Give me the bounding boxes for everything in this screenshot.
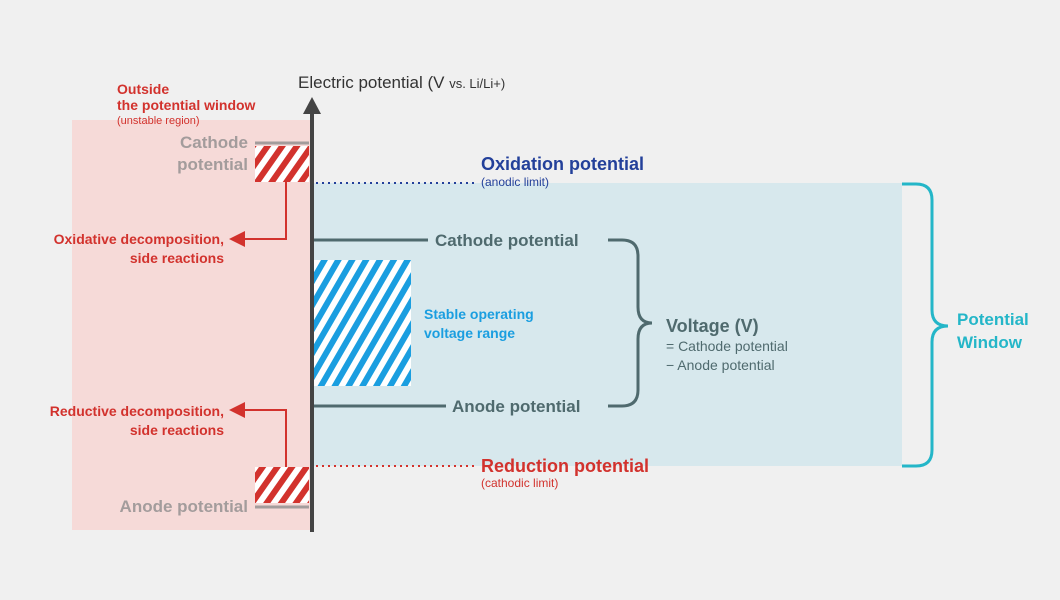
outside-anode-label: Anode potential bbox=[119, 497, 248, 516]
oxidative-decomposition-line2: side reactions bbox=[129, 250, 224, 266]
voltage-formula-line2: − Anode potential bbox=[666, 357, 775, 373]
oxidation-potential-subtitle: (anodic limit) bbox=[481, 175, 550, 189]
axis-title-unit: vs. Li/Li+) bbox=[449, 76, 506, 91]
stable-range-label-line2: voltage range bbox=[424, 325, 516, 341]
anode-unstable-hatch bbox=[255, 467, 309, 503]
potential-window-label-line1: Potential bbox=[957, 310, 1029, 329]
anode-potential-label: Anode potential bbox=[452, 397, 581, 416]
outside-window-title-line2: the potential window bbox=[117, 97, 256, 113]
potential-window-label-line2: Window bbox=[957, 333, 1022, 352]
reductive-decomposition-line2: side reactions bbox=[129, 422, 224, 438]
reductive-decomposition-line1: Reductive decomposition, bbox=[49, 403, 224, 419]
reductive-arrow bbox=[229, 402, 287, 467]
outside-cathode-label-line2: potential bbox=[177, 155, 248, 174]
unstable-region bbox=[72, 120, 312, 530]
oxidative-decomposition-line1: Oxidative decomposition, bbox=[53, 231, 224, 247]
outside-window-title-line1: Outside bbox=[117, 81, 170, 97]
voltage-bracket bbox=[608, 238, 653, 408]
stable-range-hatch bbox=[313, 260, 411, 386]
cathode-potential-label: Cathode potential bbox=[435, 231, 579, 250]
cathode-unstable-hatch bbox=[255, 146, 309, 182]
voltage-title: Voltage (V) bbox=[666, 316, 759, 336]
axis-title-main: Electric potential (V bbox=[298, 73, 450, 92]
outside-window-subtitle: (unstable region) bbox=[117, 115, 200, 127]
axis-arrowhead bbox=[303, 97, 321, 114]
outside-cathode-label-line1: Cathode bbox=[180, 133, 248, 152]
oxidation-potential-title: Oxidation potential bbox=[481, 154, 645, 174]
stable-range-label-line1: Stable operating bbox=[424, 306, 534, 322]
reduction-potential-subtitle: (cathodic limit) bbox=[481, 476, 559, 490]
oxidative-arrow bbox=[229, 182, 287, 247]
reduction-potential-title: Reduction potential bbox=[481, 456, 649, 476]
voltage-formula-line1: = Cathode potential bbox=[666, 338, 788, 354]
potential-window-bracket bbox=[902, 182, 949, 468]
axis-title: Electric potential (V vs. Li/Li+) bbox=[298, 73, 505, 93]
